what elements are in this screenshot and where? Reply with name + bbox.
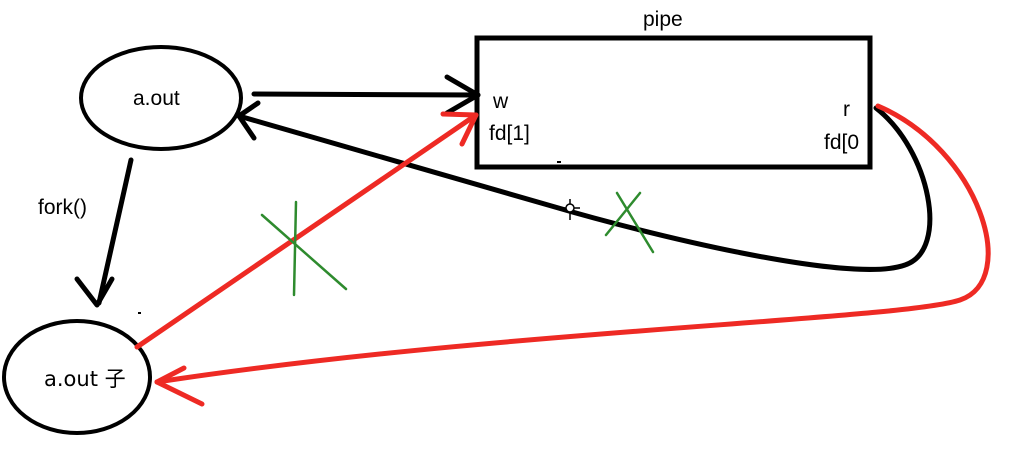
read-end-label: r <box>843 98 850 121</box>
cross-mark-parent-read <box>604 191 655 254</box>
read-to-child-arrow <box>154 103 991 407</box>
cross-mark-child-write <box>260 200 348 297</box>
write-end-label: w <box>493 90 509 113</box>
parent-process-label: a.out <box>133 87 180 110</box>
parent-write-arrow <box>251 74 481 116</box>
pipe-label: pipe <box>643 8 683 31</box>
read-fd-label: fd[0 <box>824 131 860 154</box>
child-process-node <box>2 319 152 435</box>
fork-label: fork() <box>38 196 87 219</box>
write-fd-label: fd[1] <box>489 122 530 145</box>
read-back-to-parent-arrow <box>236 100 933 272</box>
pipe-box <box>474 35 873 170</box>
child-write-arrow <box>134 111 479 350</box>
fork-arrow <box>74 157 134 308</box>
child-process-label: a.out 子 <box>44 367 126 391</box>
crosshair-cursor-icon <box>561 199 580 220</box>
parent-process-node <box>79 45 243 151</box>
